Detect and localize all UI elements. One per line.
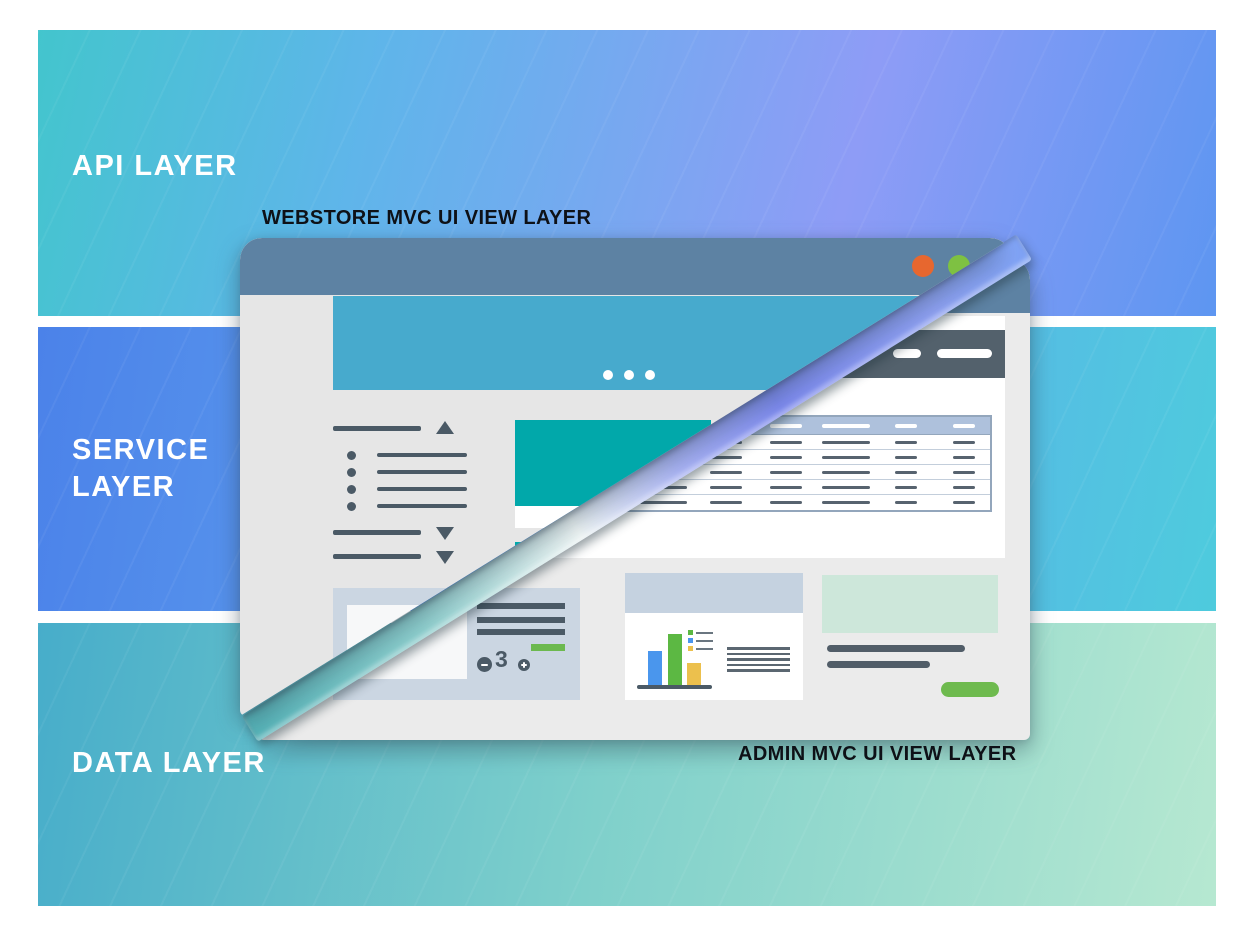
legend-swatch-blue [688, 638, 693, 643]
quantity-plus-icon[interactable] [518, 659, 530, 671]
price-bar [531, 644, 565, 651]
service-layer-label-line2: LAYER [72, 471, 176, 503]
analytics-card-header [625, 573, 803, 613]
carousel-dot-icon[interactable] [603, 370, 613, 380]
chevron-down-icon[interactable] [436, 551, 454, 564]
api-layer-label: API LAYER [72, 150, 238, 182]
webstore-window: 3 [240, 238, 1012, 716]
admin-action-button[interactable] [941, 682, 999, 697]
data-layer-label: DATA LAYER [72, 747, 266, 779]
bullet-icon [347, 502, 356, 511]
hero-banner [333, 296, 1012, 390]
accent-strip [515, 542, 557, 557]
menu-item-line[interactable] [377, 453, 467, 457]
webstore-window-dot-orange-icon[interactable] [912, 255, 934, 277]
content-strip [515, 506, 711, 528]
menu-item-line[interactable] [377, 487, 467, 491]
chevron-down-icon[interactable] [436, 527, 454, 540]
quantity-minus-icon[interactable] [477, 657, 492, 672]
placeholder-text-line [477, 617, 565, 623]
bullet-icon [347, 451, 356, 460]
placeholder-heading-line [827, 645, 965, 652]
menu-heading-line [333, 530, 421, 535]
product-card: 3 [333, 588, 580, 700]
table-row[interactable] [627, 495, 990, 510]
summary-block [822, 575, 998, 633]
quantity-value: 3 [495, 646, 508, 672]
api-layer-band [38, 30, 1216, 316]
menu-item-line[interactable] [377, 470, 467, 474]
placeholder-heading-line [827, 661, 930, 668]
quantity-plus-icon[interactable] [518, 659, 530, 671]
product-image-placeholder [347, 605, 467, 679]
price-bar [531, 644, 565, 651]
admin-data-table [625, 415, 992, 512]
webstore-window-dot-green-icon[interactable] [948, 255, 970, 277]
bar-chart-bar-yellow [687, 663, 701, 685]
service-layer-label-line1: SERVICE [72, 434, 210, 466]
placeholder-text-line [477, 617, 565, 623]
service-layer-label: SERVICE LAYER [72, 432, 209, 506]
featured-content-block [515, 420, 711, 506]
admin-nav-item[interactable] [893, 349, 921, 358]
menu-item-line[interactable] [377, 504, 467, 508]
webstore-window-caption: WEBSTORE MVC UI VIEW LAYER [262, 207, 592, 229]
placeholder-text-line [477, 603, 565, 609]
placeholder-text-line [727, 647, 790, 650]
bullet-icon [347, 468, 356, 477]
placeholder-text-line [477, 603, 565, 609]
admin-window-caption: ADMIN MVC UI VIEW LAYER [738, 743, 1017, 765]
carousel-dot-icon[interactable] [645, 370, 655, 380]
placeholder-text-line [727, 658, 790, 661]
placeholder-text-line [727, 669, 790, 672]
analytics-card [625, 573, 803, 700]
quantity-value: 3 [495, 646, 508, 672]
chevron-up-icon[interactable] [436, 421, 454, 434]
placeholder-text-line [727, 652, 790, 655]
bar-chart-bar-blue [648, 651, 662, 685]
admin-nav-item[interactable] [937, 349, 992, 358]
carousel-dot-icon[interactable] [624, 370, 634, 380]
quantity-minus-icon[interactable] [477, 657, 492, 672]
placeholder-text-line [477, 629, 565, 635]
bar-chart-axis [637, 685, 712, 689]
placeholder-text-line [727, 663, 790, 666]
menu-heading-line [333, 426, 421, 431]
legend-swatch-yellow [688, 646, 693, 651]
bar-chart-bar-green [668, 634, 682, 685]
menu-heading-line [333, 554, 421, 559]
placeholder-text-line [477, 629, 565, 635]
webstore-titlebar [240, 238, 1012, 295]
legend-swatch-green [688, 630, 693, 635]
bullet-icon [347, 485, 356, 494]
webstore-window-body: 3 [240, 238, 1012, 716]
